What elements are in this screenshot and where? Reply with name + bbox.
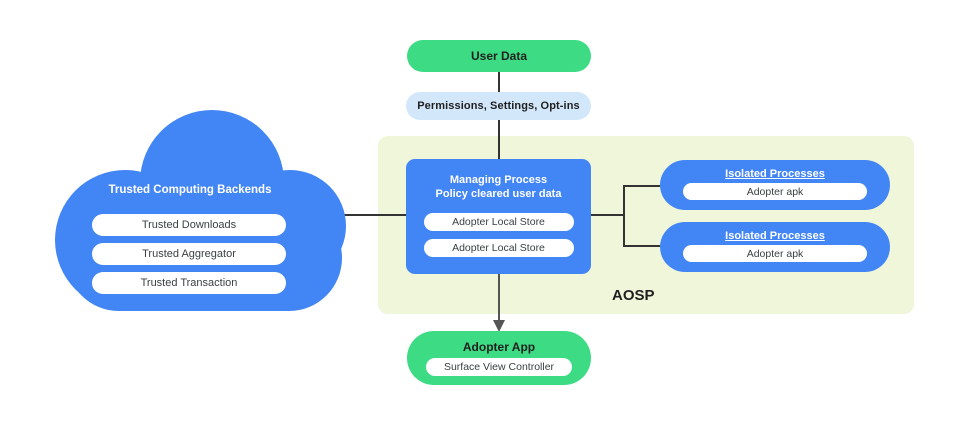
isolated-process-node-2: Isolated Processes Adopter apk (660, 222, 890, 272)
local-store-1: Adopter Local Store (423, 213, 574, 231)
managing-process-subtitle: Policy cleared user data (435, 188, 562, 200)
cloud-title: Trusted Computing Backends (108, 184, 272, 196)
isolated-process-apk-2: Adopter apk (683, 245, 867, 262)
local-store-2: Adopter Local Store (423, 239, 574, 257)
isolated-process-link-2[interactable]: Isolated Processes (725, 230, 825, 242)
adopter-app-title: Adopter App (462, 340, 536, 354)
isolated-process-link-1[interactable]: Isolated Processes (725, 168, 825, 180)
isolated-process-apk-1: Adopter apk (683, 183, 867, 200)
backend-item-downloads: Trusted Downloads (92, 214, 286, 236)
isolated-process-node-1: Isolated Processes Adopter apk (660, 160, 890, 210)
backend-item-aggregator: Trusted Aggregator (92, 243, 286, 265)
permissions-node: Permissions, Settings, Opt-ins (406, 92, 591, 120)
aosp-label: AOSP (612, 287, 655, 304)
user-data-node: User Data (407, 40, 591, 72)
adopter-app-node: Adopter App Surface View Controller (407, 331, 591, 385)
surface-view-controller: Surface View Controller (426, 358, 572, 376)
backend-item-transaction: Trusted Transaction (92, 272, 286, 294)
managing-process-title: Managing Process (449, 174, 548, 186)
managing-process-node: Managing Process Policy cleared user dat… (406, 159, 591, 274)
